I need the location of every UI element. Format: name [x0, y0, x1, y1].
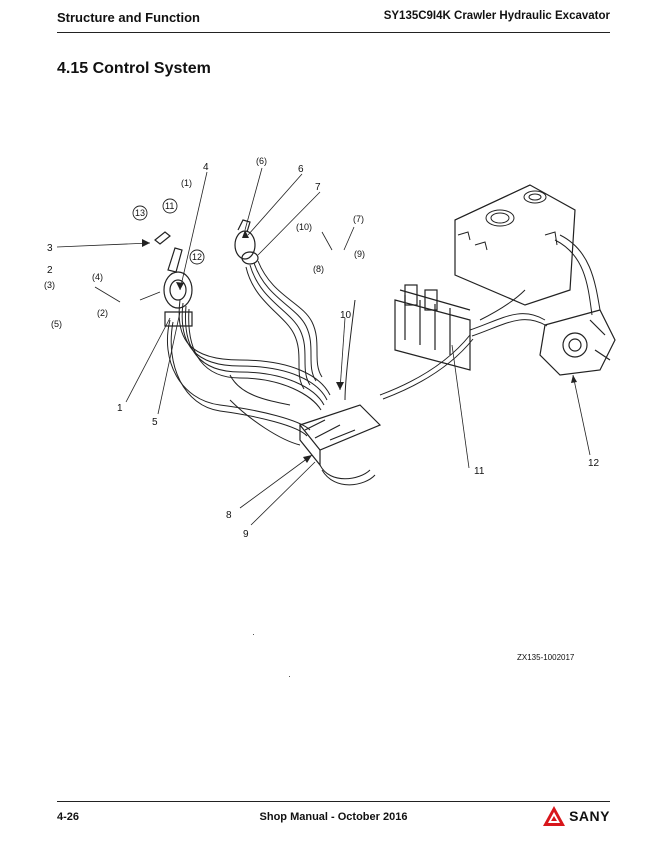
label-p9: (9): [354, 249, 365, 259]
label-7: 7: [315, 182, 321, 193]
label-c11: 11: [165, 201, 174, 211]
sany-logo: SANY: [542, 805, 610, 827]
leader-lines: [56, 167, 591, 526]
label-11: 11: [474, 466, 485, 477]
brand-name: SANY: [569, 808, 610, 824]
label-2: 2: [47, 265, 53, 276]
label-1: 1: [117, 403, 123, 414]
label-p3: (3): [44, 280, 55, 290]
label-p4: (4): [92, 272, 103, 282]
page-number: 4-26: [57, 811, 80, 823]
solenoid-valve-block: [298, 404, 382, 467]
label-6: 6: [298, 164, 304, 175]
hydraulic-tank: [454, 184, 576, 306]
label-12: 12: [588, 458, 600, 469]
leader-arrowheads: [142, 230, 577, 463]
label-p10: (10): [296, 222, 312, 232]
label-5: 5: [152, 417, 158, 428]
label-p6: (6): [256, 156, 267, 166]
left-control-lever: [154, 231, 193, 327]
label-p5: (5): [51, 319, 62, 329]
label-p8: (8): [313, 264, 324, 274]
label-p2: (2): [97, 308, 108, 318]
figure-code: ZX135-1002017: [517, 653, 575, 662]
label-10: 10: [340, 310, 352, 321]
footer-divider: [57, 801, 610, 802]
scan-speck: [253, 634, 254, 635]
pilot-pump: [539, 309, 616, 376]
label-p1: (1): [181, 178, 192, 188]
main-control-valve: [394, 284, 471, 371]
label-9: 9: [243, 529, 249, 540]
circled-callouts: [132, 198, 205, 265]
label-4: 4: [203, 162, 209, 173]
label-3: 3: [47, 243, 53, 254]
header-divider: [57, 32, 610, 33]
manual-edition: Shop Manual - October 2016: [259, 811, 408, 823]
supply-hoses: [229, 234, 601, 486]
label-8: 8: [226, 510, 232, 521]
sany-logo-icon: [543, 806, 566, 826]
right-control-lever: [234, 219, 259, 265]
label-p7: (7): [353, 214, 364, 224]
left-lever-hoses: [166, 299, 331, 437]
section-title: 4.15 Control System: [57, 60, 211, 77]
label-c12: 12: [192, 252, 202, 262]
control-system-diagram: 3 2 1 4 5 6 7 10 8 9 11 12 (1) (2) (3) (…: [44, 156, 616, 540]
label-c13: 13: [135, 208, 145, 218]
header-title: Structure and Function: [57, 10, 200, 25]
diagram-labels: 3 2 1 4 5 6 7 10 8 9 11 12 (1) (2) (3) (…: [44, 156, 600, 540]
scan-speck: [289, 676, 290, 677]
right-lever-hoses: [245, 260, 323, 390]
header-model: SY135C9I4K Crawler Hydraulic Excavator: [383, 10, 610, 22]
